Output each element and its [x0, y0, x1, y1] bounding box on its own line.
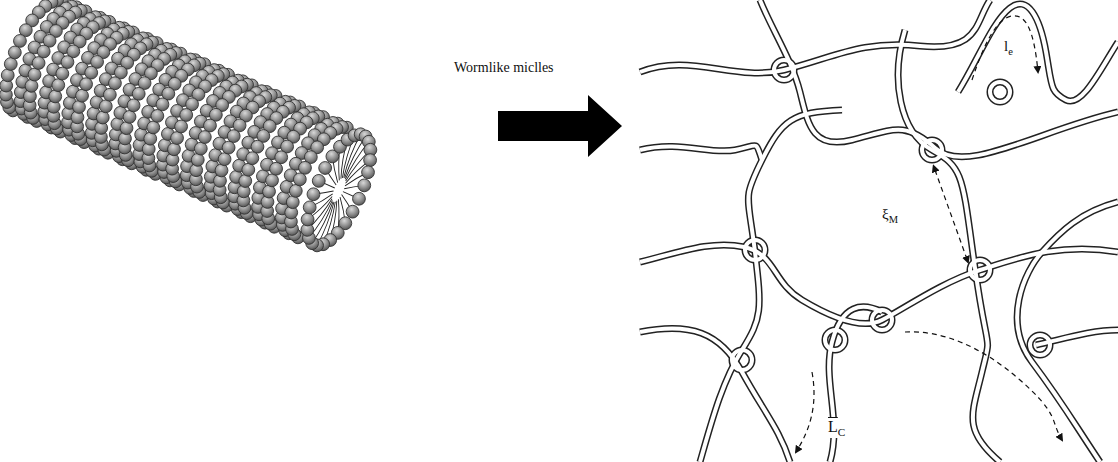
micelle-core: [640, 328, 790, 462]
head-group: [30, 55, 47, 72]
head-group: [351, 190, 368, 207]
head-group: [291, 171, 308, 188]
entanglement: [990, 82, 1010, 102]
micelle-outline: [1017, 202, 1118, 462]
dashed-paths: [796, 16, 1062, 452]
micelle-core: [1017, 202, 1118, 462]
head-group: [305, 186, 322, 203]
head-group: [101, 86, 118, 103]
entanglement-core: [1030, 335, 1050, 355]
head-group: [196, 129, 213, 146]
head-group: [244, 150, 261, 167]
head-group: [220, 139, 237, 156]
entanglement-core: [825, 330, 845, 350]
head-group: [125, 97, 142, 114]
entanglement-core: [872, 310, 892, 330]
micelle-core: [760, 0, 1118, 157]
entanglement-core: [732, 350, 752, 370]
micelle-core: [640, 146, 762, 160]
head-group: [356, 177, 373, 194]
head-group: [6, 44, 23, 61]
micelle-outline: [640, 146, 762, 160]
micelle-core: [958, 4, 1118, 101]
head-group: [78, 76, 95, 93]
entanglement-core: [990, 82, 1010, 102]
wormlike-micelle: [0, 0, 392, 262]
head-group: [268, 160, 285, 177]
micelle-outline: [898, 30, 1000, 462]
micelle-core: [700, 110, 842, 462]
micelle-core: [640, 0, 990, 73]
micelle-label: Wormlike miclles: [452, 60, 556, 75]
micelle-outline: [640, 0, 990, 73]
micelle-outline: [640, 328, 790, 462]
head-group: [301, 199, 318, 216]
contour-length: LC: [826, 418, 847, 438]
cap-face: [294, 126, 383, 254]
entanglement-length: le: [1002, 38, 1015, 57]
head-group: [54, 65, 71, 82]
entanglement-core: [922, 140, 942, 160]
head-group: [310, 172, 327, 189]
entangled-network: [640, 0, 1118, 462]
entanglement-core: [774, 60, 794, 80]
micelle-core: [898, 30, 1000, 462]
micelle-outline: [700, 110, 842, 462]
entanglement-core: [970, 260, 990, 280]
mesh-size: ξM: [880, 206, 900, 225]
head-group: [149, 107, 166, 124]
head-group: [173, 118, 190, 135]
process-arrow: [498, 95, 622, 157]
head-group: [360, 164, 377, 181]
micelle-outline: [760, 0, 1118, 157]
entanglement-core: [745, 240, 765, 260]
